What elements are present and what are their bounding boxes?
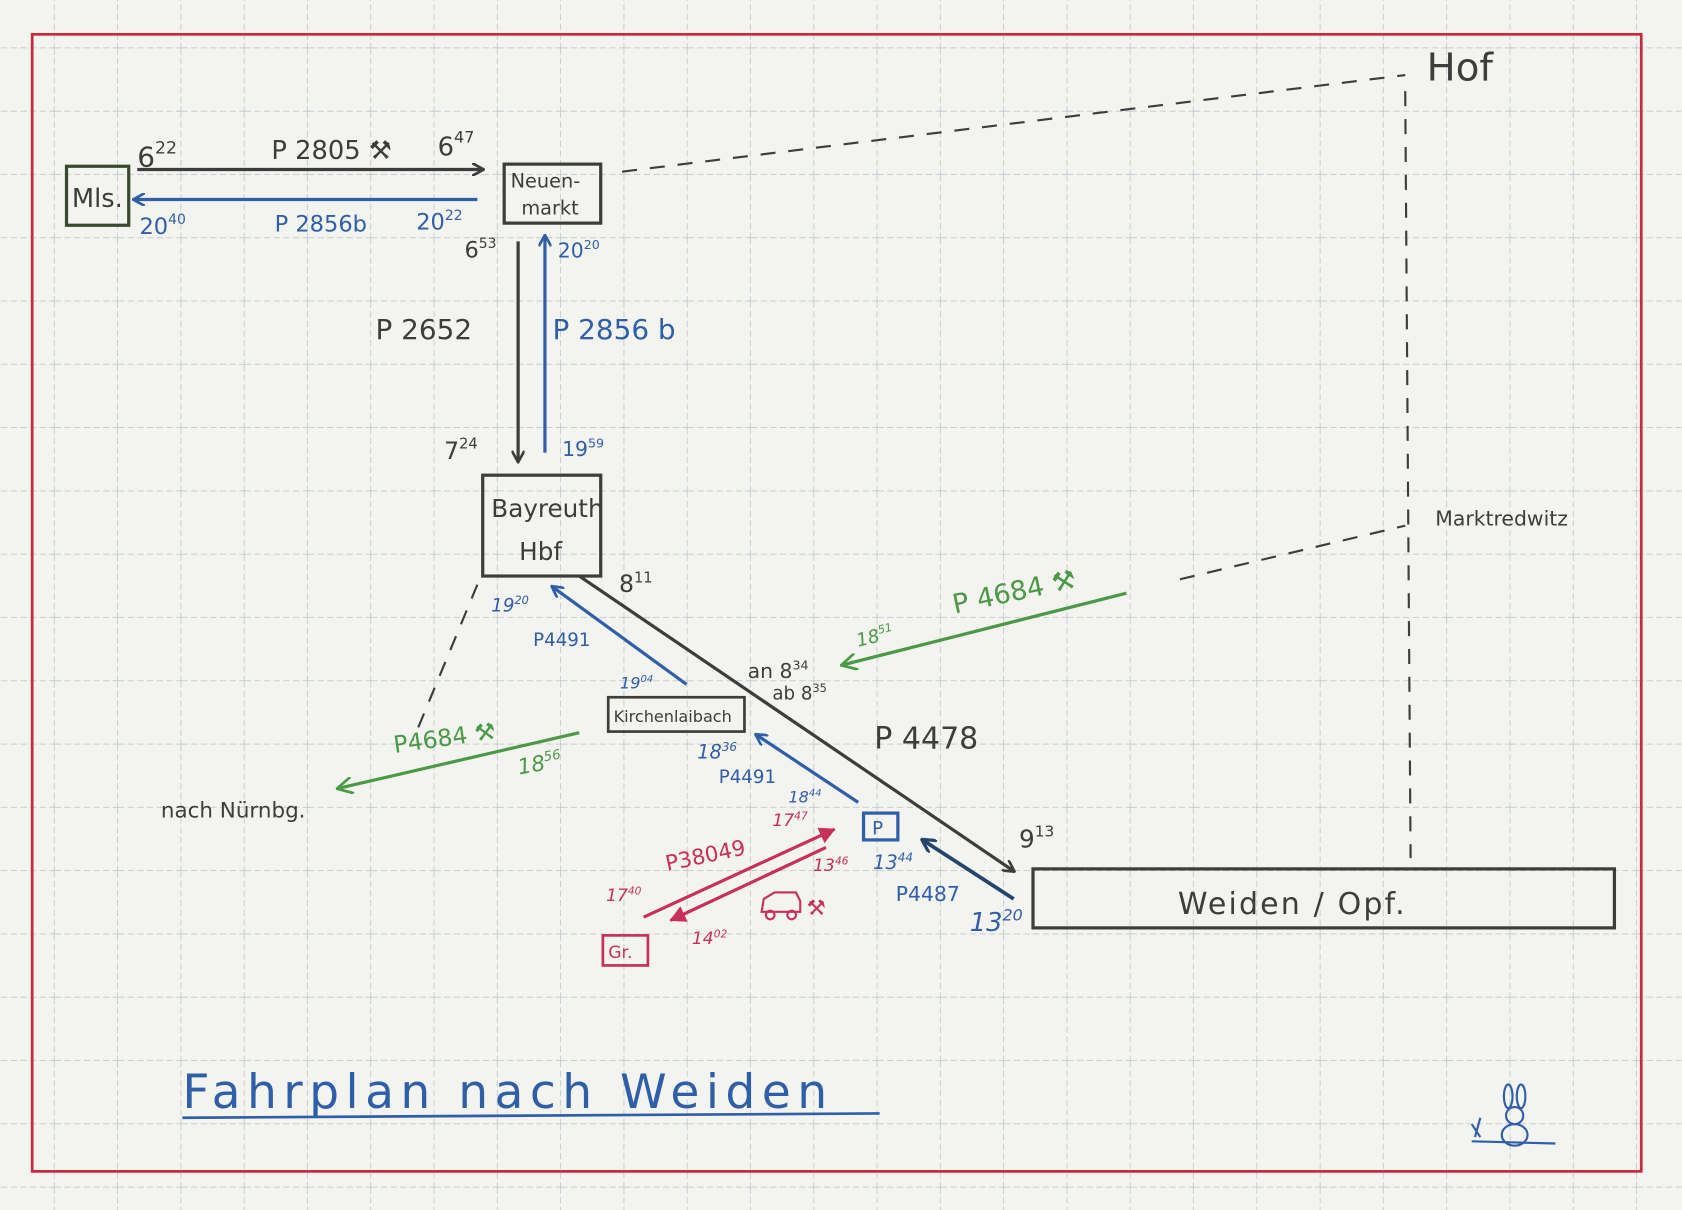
time-label: 1904 <box>620 674 653 693</box>
train-p4491-lower: P4491 <box>719 767 776 788</box>
train-p2652: P 2652 <box>375 313 472 346</box>
station-bayreuth-2: Hbf <box>519 537 563 566</box>
time-label: 2022 <box>416 208 462 236</box>
time-label: ab 835 <box>772 682 826 705</box>
train-p2856b-horizontal: P 2856b <box>275 212 367 238</box>
station-bayreuth-1: Bayreuth <box>491 494 603 523</box>
time-label: 2020 <box>558 237 600 263</box>
train-p2805: P 2805 ⚒ <box>271 136 391 166</box>
time-label: 1740 <box>606 885 642 906</box>
dashed-line-hof <box>622 74 1412 859</box>
train-p2856b-vertical: P 2856 b <box>552 313 675 346</box>
workday-mark: ⚒ <box>807 896 826 921</box>
station-box-kirchenlaibach <box>606 695 746 733</box>
time-label: 1844 <box>788 787 821 806</box>
time-label: 724 <box>444 435 478 465</box>
arrow-p38049-up <box>642 827 836 919</box>
station-box-mls <box>64 164 131 227</box>
rabbit-doodle-icon <box>1470 1083 1556 1147</box>
time-label: 1959 <box>562 435 604 461</box>
time-label: 647 <box>438 128 475 163</box>
station-gr: Gr. <box>608 943 632 963</box>
time-label: 622 <box>137 138 177 173</box>
station-box-bayreuth <box>481 473 603 578</box>
label-nach-nuernberg: nach Nürnbg. <box>161 798 306 823</box>
time-label: 1402 <box>692 928 728 949</box>
time-label: 2040 <box>139 212 185 240</box>
time-label: 1920 <box>491 594 529 617</box>
page-title: Fahrplan nach Weiden <box>182 1065 833 1120</box>
train-p4487: P4487 <box>896 882 960 906</box>
station-box-gr <box>601 934 650 967</box>
arrow-p4478 <box>578 574 1013 871</box>
station-kirchenlaibach: Kirchenlaibach <box>614 707 732 726</box>
time-label: 1320 <box>970 905 1023 938</box>
dashed-line-nuernberg <box>412 584 479 741</box>
time-label: 1346 <box>813 855 849 876</box>
arrow-p38049-down <box>669 845 827 922</box>
red-border <box>30 32 1643 1173</box>
station-hof: Hof <box>1427 45 1495 90</box>
time-label: 811 <box>619 569 653 598</box>
time-label: 1344 <box>873 850 913 874</box>
station-box-neuenmarkt <box>502 162 603 225</box>
station-p: P <box>872 819 883 840</box>
title-underline <box>182 1112 880 1120</box>
arrow-p4684-lower <box>338 731 580 789</box>
arrow-p4487 <box>923 840 1015 901</box>
station-marktredwitz: Marktredwitz <box>1435 507 1568 531</box>
arrow-p4684-upper <box>842 591 1127 665</box>
station-neuenmarkt-2: markt <box>521 197 579 220</box>
time-label: 1836 <box>697 740 737 764</box>
station-weiden: Weiden / Opf. <box>1178 887 1407 922</box>
time-label: 653 <box>464 236 496 264</box>
time-label: 1856 <box>516 748 564 781</box>
dashed-line-marktredwitz <box>1179 524 1406 581</box>
train-p4491-upper: P4491 <box>533 630 590 651</box>
bus-icon <box>760 891 802 921</box>
train-p4478: P 4478 <box>874 722 978 757</box>
time-label: an 834 <box>748 657 809 683</box>
station-neuenmarkt-1: Neuen- <box>511 170 581 193</box>
station-box-weiden <box>1031 867 1617 930</box>
time-label: 1747 <box>772 810 808 831</box>
arrow-p4491-lower <box>756 735 860 804</box>
station-mls: Mls. <box>72 184 123 214</box>
arrow-p4491-upper <box>552 587 688 686</box>
time-label: 913 <box>1019 823 1054 854</box>
station-box-p <box>861 811 900 842</box>
